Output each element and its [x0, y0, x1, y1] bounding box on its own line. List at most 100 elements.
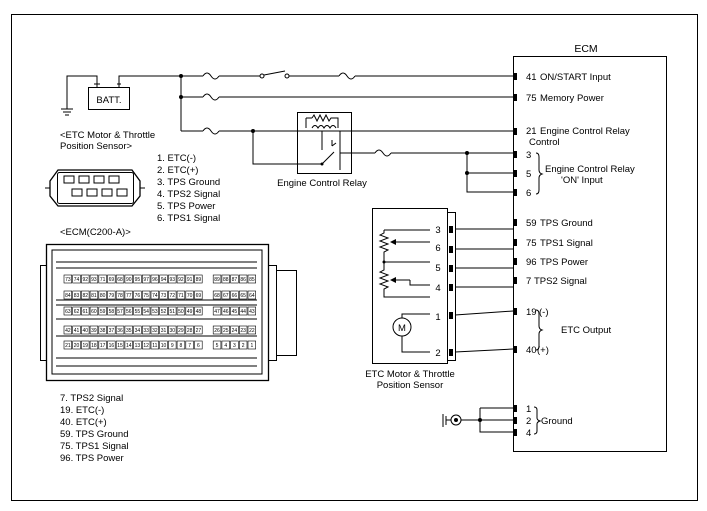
ecm-connector-pin-number: 41 — [74, 328, 80, 334]
ecm-connector-pin-number: 22 — [249, 328, 255, 334]
ecm-connector-pin-cell — [81, 274, 90, 284]
svg-text:5. TPS Power: 5. TPS Power — [157, 201, 215, 212]
svg-text:7. TPS2 Signal: 7. TPS2 Signal — [60, 393, 123, 404]
ecm-connector-pin-cell — [185, 325, 194, 335]
ecm-connector-pin-number: 77 — [126, 293, 132, 299]
ecm-connector-pin-cell — [230, 290, 239, 300]
ecm-connector-pin-cell — [81, 325, 90, 335]
ecm-connector-pin-cell — [98, 290, 107, 300]
ecm-connector-pin-number: 89 — [214, 277, 220, 283]
ecm-connector-pin-number: 92 — [178, 277, 184, 283]
ecm-connector-pin-cell — [239, 340, 248, 350]
ecm-connector-pin-number: 62 — [74, 309, 80, 315]
ecm-connector-pin-number: 56 — [126, 309, 132, 315]
ecm-connector-pin-cell — [247, 306, 256, 316]
ecm-connector-pin-number: 1 — [250, 343, 253, 349]
ecm-ground-label: Ground — [541, 416, 573, 427]
ecm-connector-pin-cell — [230, 325, 239, 335]
ecm-connector-pin-number: 30 — [169, 328, 175, 334]
ecm-connector-pin-cell — [142, 290, 151, 300]
battery-label: BATT. — [96, 95, 121, 106]
ecm-connector-pin-cell — [239, 274, 248, 284]
ecm-connector-pin-number: 67 — [223, 293, 229, 299]
ecm-pin-5-num: 5 — [526, 169, 531, 180]
ecm-connector-pin-number: 4 — [224, 343, 227, 349]
ecm-pin-19-name: (-) — [539, 307, 549, 318]
svg-text:4: 4 — [435, 283, 440, 294]
ecm-connector-pin-cell — [185, 340, 194, 350]
ecm-pin-7-num: 7 — [526, 276, 531, 287]
ecm-pin-59-num: 59 — [526, 218, 537, 229]
ecm-connector-pin-number: 63 — [65, 309, 71, 315]
ecm-connector-pin-number: 44 — [240, 309, 246, 315]
ecm-pin-19-num: 19 — [526, 307, 537, 318]
ecm-connector-pin-number: 26 — [214, 328, 220, 334]
ecm-connector-pin-cell — [212, 325, 222, 335]
ecm-connector-pin-number: 68 — [117, 277, 123, 283]
ecm-connector-pin-cell — [124, 306, 133, 316]
ecm-connector-pin-cell — [247, 274, 256, 284]
ecm-connector-pin-cell — [247, 290, 256, 300]
ecm-connector-pin-number: 69 — [196, 293, 202, 299]
ecm-connector-pin-number: 88 — [223, 277, 229, 283]
ecm-connector-pin-cell — [115, 274, 125, 284]
ecm-connector-pin-number: 21 — [65, 343, 71, 349]
ecm-connector-pin-cell — [89, 306, 99, 316]
ecm-connector-pin-cell — [115, 290, 125, 300]
ecm-connector-pin-cell — [63, 325, 72, 335]
svg-text:1: 1 — [435, 312, 440, 323]
ecm-connector-pin-number: 76 — [135, 293, 141, 299]
ecm-connector-pin-number: 10 — [161, 343, 167, 349]
ecm-connector-pin-cell — [168, 290, 177, 300]
ecm-pin-59-name: TPS Ground — [540, 218, 593, 229]
ecm-connector-pin-number: 9 — [171, 343, 174, 349]
ecm-connector-pin-cell — [176, 274, 186, 284]
ecm-connector-drawing — [40, 243, 297, 382]
ecm-connector-pin-cell — [194, 306, 203, 316]
ecm-connector-pin-cell — [185, 274, 194, 284]
svg-text:3. TPS Ground: 3. TPS Ground — [157, 177, 220, 188]
ecm-pin-75b-name: TPS1 Signal — [540, 238, 593, 249]
ecm-connector-pin-cell — [176, 340, 186, 350]
ecm-connector-pin-number: 59 — [100, 309, 106, 315]
svg-text:40. ETC(+): 40. ETC(+) — [60, 417, 107, 428]
ecm-connector-pin-number: 20 — [74, 343, 80, 349]
ecm-connector-pin-cell — [150, 340, 159, 350]
ecm-connector-pin-number: 73 — [161, 293, 167, 299]
ecm-connector-pin-cell — [150, 306, 159, 316]
ecm-connector-pin-number: 33 — [143, 328, 149, 334]
ecm-pin-75b-num: 75 — [526, 238, 537, 249]
ecm-connector-pin-cell — [247, 325, 256, 335]
ecm-pin-96-num: 96 — [526, 257, 537, 268]
ecm-connector-pin-cell — [159, 274, 168, 284]
battery-ground-symbol — [61, 108, 73, 116]
ecm-connector-pin-cell — [230, 340, 239, 350]
ecm-connector-pin-number: 39 — [91, 328, 97, 334]
ecm-connector-pin-cell — [133, 290, 142, 300]
ecm-connector-pin-cell — [212, 290, 222, 300]
motor-symbol: M — [398, 323, 406, 334]
ecm-connector-pin-cell — [72, 325, 81, 335]
ecm-connector-pin-cell — [230, 306, 239, 316]
etc-connector-header-1: <ETC Motor & Throttle — [60, 130, 155, 141]
ecm-connector-pin-cell — [72, 290, 81, 300]
ecm-connector-pin-cell — [98, 274, 107, 284]
ecm-connector-pin-number: 71 — [178, 293, 184, 299]
ecm-pin-41-name: ON/START Input — [540, 72, 611, 83]
ecm-connector-pin-cell — [194, 340, 203, 350]
ecm-pin-40-num: 40 — [526, 345, 537, 356]
ecm-connector-pin-number: 91 — [187, 277, 193, 283]
ecm-box — [513, 56, 667, 452]
ecm-connector-pin-cell — [72, 274, 81, 284]
ecm-connector-pin-cell — [63, 290, 72, 300]
ecm-connector-pin-number: 14 — [126, 343, 132, 349]
ecm-connector-pin-cell — [168, 306, 177, 316]
ecm-connector-pin-number: 53 — [152, 309, 158, 315]
svg-text:75. TPS1 Signal: 75. TPS1 Signal — [60, 441, 128, 452]
ecm-connector-pin-cell — [133, 306, 142, 316]
ecm-connector-pin-number: 40 — [82, 328, 88, 334]
ecm-connector-pin-cell — [142, 306, 151, 316]
ecm-connector-pin-number: 55 — [135, 309, 141, 315]
